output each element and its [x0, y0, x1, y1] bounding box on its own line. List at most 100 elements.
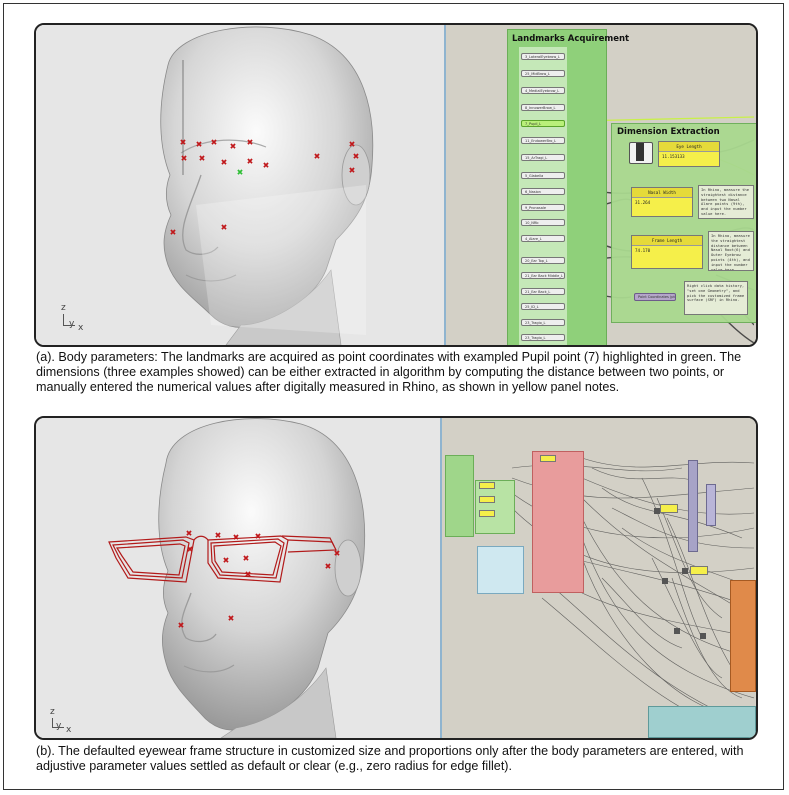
component-node[interactable]	[682, 568, 688, 574]
yellow-panel[interactable]	[660, 504, 678, 513]
group-output-teal[interactable]	[648, 706, 756, 738]
landmark-component[interactable]: 6_Nasion	[521, 188, 565, 195]
eyewear-frame-wire	[108, 535, 337, 583]
landmark-component[interactable]: 4_MedialEyebrow_L	[521, 87, 565, 94]
component-node[interactable]	[674, 628, 680, 634]
point-coordinates-cluster[interactable]: Point Coordinates (pt)	[634, 293, 676, 301]
svg-text:✖: ✖	[349, 166, 356, 175]
head-model-b: ✖✖✖ ✖✖✖ ✖✖✖ ✖✖✖	[108, 418, 366, 738]
note-nasal-width: In Rhino, measure the straightest distan…	[698, 185, 754, 219]
svg-text:✖: ✖	[186, 529, 193, 538]
component-node[interactable]	[662, 578, 668, 584]
panel-body-parameters: ✖✖✖ ✖✖✖ ✖✖✖ ✖✖✖ ✖✖✖ ✖ ✖ z y x	[34, 23, 758, 347]
landmark-markers-a: ✖✖✖ ✖✖✖ ✖✖✖ ✖✖✖ ✖✖✖ ✖ ✖	[170, 138, 360, 237]
rhino-viewport-b[interactable]: ✖✖✖ ✖✖✖ ✖✖✖ ✖✖✖ z y x	[36, 418, 440, 738]
svg-text:✖: ✖	[247, 157, 254, 166]
svg-text:✖: ✖	[230, 142, 237, 151]
group-dimensions-b[interactable]	[475, 480, 515, 534]
group-parameters-b[interactable]	[477, 546, 524, 594]
svg-text:✖: ✖	[215, 531, 222, 540]
group-frame-construction[interactable]	[532, 451, 584, 593]
component-node[interactable]	[654, 508, 660, 514]
svg-text:✖: ✖	[181, 154, 188, 163]
svg-text:✖: ✖	[255, 532, 262, 541]
landmark-component[interactable]: 4_Alare_L	[521, 235, 565, 242]
viewport-divider-b[interactable]	[440, 418, 442, 738]
landmark-component[interactable]: 21_Ear Back_L	[521, 288, 565, 295]
landmark-component[interactable]: 25_ID_L	[521, 303, 565, 310]
group-output-orange[interactable]	[730, 580, 756, 692]
landmark-component[interactable]: 21_Ear Back Middle_L	[521, 272, 565, 279]
yellow-panel[interactable]	[540, 455, 556, 462]
landmark-component[interactable]: 8_InnowerBrow_L	[521, 104, 565, 111]
note-frame-length: In Rhino, measure the straightest distan…	[708, 231, 754, 271]
svg-text:✖: ✖	[211, 138, 218, 147]
panel-header: Frame Length	[632, 236, 702, 246]
axis-y-label: y	[69, 319, 75, 329]
svg-text:✖: ✖	[325, 562, 332, 571]
landmark-component[interactable]: 23_Tragio_L	[521, 319, 565, 326]
landmark-component[interactable]: 5_Glabella	[521, 172, 565, 179]
svg-text:✖: ✖	[247, 138, 254, 147]
axis-x-label: x	[78, 323, 84, 333]
grasshopper-canvas-a[interactable]: Landmarks Acquirement 3_LateralEyebrow_L…	[446, 25, 756, 345]
panel-header: Nasal Width	[632, 188, 692, 198]
axis-x-label: x	[66, 725, 72, 735]
panel-frame-length[interactable]: Frame Length 74.170	[631, 235, 703, 269]
svg-text:✖: ✖	[178, 621, 185, 630]
panel-header: Eye Length	[659, 142, 719, 152]
landmark-component[interactable]: 9_Pronasale	[521, 204, 565, 211]
caption-b: (b). The defaulted eyewear frame structu…	[36, 744, 744, 773]
panel-value: 31.264	[635, 200, 651, 205]
yellow-panel[interactable]	[479, 482, 495, 489]
yellow-panel[interactable]	[690, 566, 708, 575]
svg-text:✖: ✖	[221, 223, 228, 232]
svg-text:✖: ✖	[228, 614, 235, 623]
component-stack[interactable]	[688, 460, 698, 552]
svg-text:✖: ✖	[187, 545, 194, 554]
landmark-component[interactable]: 15_ArTragi_L	[521, 154, 565, 161]
group-landmarks-b[interactable]	[445, 455, 474, 537]
svg-text:✖: ✖	[221, 158, 228, 167]
panel-eyewear-frame: ✖✖✖ ✖✖✖ ✖✖✖ ✖✖✖ z y x	[34, 416, 758, 740]
axis-z-label: z	[50, 707, 55, 717]
svg-text:✖: ✖	[245, 570, 252, 579]
component-node[interactable]	[700, 633, 706, 639]
svg-text:✖: ✖	[334, 549, 341, 558]
distance-component-core	[636, 143, 644, 161]
svg-text:✖: ✖	[233, 533, 240, 542]
svg-text:✖: ✖	[314, 152, 321, 161]
svg-text:✖: ✖	[243, 554, 250, 563]
landmark-component[interactable]: 20_Ear Top_L	[521, 257, 565, 264]
yellow-panel[interactable]	[479, 496, 495, 503]
landmark-markers-b: ✖✖✖ ✖✖✖ ✖✖✖ ✖✖✖	[178, 529, 341, 630]
svg-text:✖: ✖	[180, 138, 187, 147]
svg-text:✖: ✖	[196, 140, 203, 149]
component-stack[interactable]	[706, 484, 716, 526]
svg-text:✖: ✖	[170, 228, 177, 237]
group-dimension-title: Dimension Extraction	[617, 127, 720, 137]
svg-text:✖: ✖	[237, 168, 244, 177]
landmark-component[interactable]: 25_MidBrow_L	[521, 70, 565, 77]
axis-y-label: y	[56, 721, 62, 731]
landmark-component[interactable]: 10_NRb	[521, 219, 565, 226]
landmark-component[interactable]: 23_Tragio_L	[521, 334, 565, 341]
axis-gizmo-horizontal	[63, 325, 75, 326]
grasshopper-canvas-b[interactable]	[442, 418, 756, 738]
svg-text:✖: ✖	[199, 154, 206, 163]
landmark-component[interactable]: 3_LateralEyebrow_L	[521, 53, 565, 60]
panel-nasal-width[interactable]: Nasal Width 31.264	[631, 187, 693, 217]
panel-eye-length[interactable]: Eye Length 11.153133	[658, 141, 720, 167]
note-geometry: Right click data history, "set one Geome…	[684, 281, 748, 315]
group-landmarks-inner	[519, 47, 567, 345]
panel-value: 11.153133	[662, 154, 685, 159]
yellow-panel[interactable]	[479, 510, 495, 517]
svg-text:✖: ✖	[353, 152, 360, 161]
head-model-a: ✖✖✖ ✖✖✖ ✖✖✖ ✖✖✖ ✖✖✖ ✖ ✖	[160, 26, 374, 345]
landmark-component-highlighted[interactable]: 7_Pupil_L	[521, 120, 565, 127]
rhino-viewport-a[interactable]: ✖✖✖ ✖✖✖ ✖✖✖ ✖✖✖ ✖✖✖ ✖ ✖ z y x	[36, 25, 444, 345]
landmark-component[interactable]: 11_EndowerBro_L	[521, 137, 565, 144]
group-landmarks-title: Landmarks Acquirement	[512, 34, 630, 44]
svg-text:✖: ✖	[223, 556, 230, 565]
viewport-divider-a[interactable]	[444, 25, 446, 345]
